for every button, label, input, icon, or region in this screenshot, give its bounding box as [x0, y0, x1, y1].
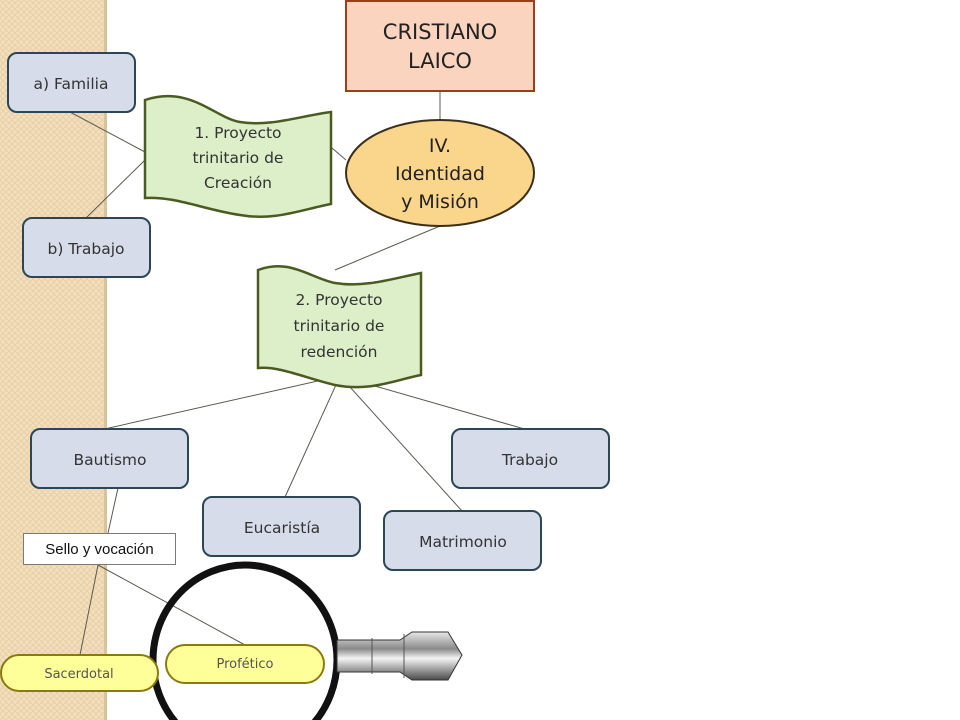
profetico-label: Profético [216, 657, 273, 672]
sello-vocacion-label: Sello y vocación [23, 533, 176, 565]
strip-edge-shadow [104, 0, 107, 720]
matrimonio-label: Matrimonio [419, 533, 507, 551]
identity-line-3: y Misión [401, 191, 479, 213]
connectors [69, 90, 529, 656]
title-line-2: LAICO [408, 49, 472, 73]
redemption-line-3: redención [301, 343, 378, 361]
identity-line-2: Identidad [395, 163, 485, 185]
title-node: CRISTIANO LAICO [345, 0, 535, 92]
trabajo-creation-label: b) Trabajo [47, 240, 124, 258]
node-trabajo-redemption: Trabajo [451, 428, 610, 489]
redemption-line-1: 2. Proyecto [295, 291, 382, 309]
familia-label: a) Familia [34, 75, 109, 93]
creation-line-2: trinitario de [193, 149, 284, 167]
node-sacerdotal: Sacerdotal [0, 654, 159, 692]
node-eucaristia: Eucaristía [202, 496, 361, 557]
bautismo-label: Bautismo [74, 451, 147, 469]
magnifier-icon [149, 561, 463, 720]
node-bautismo: Bautismo [30, 428, 189, 489]
identity-line-1: IV. [429, 135, 451, 157]
title-line-1: CRISTIANO [383, 20, 497, 44]
left-textured-strip [0, 0, 106, 720]
node-trabajo-creation: b) Trabajo [22, 217, 151, 278]
creation-project-node: 1. Proyecto trinitario de Creación [143, 94, 333, 218]
node-profetico: Profético [165, 644, 325, 684]
creation-line-3: Creación [204, 174, 272, 192]
trabajo-redemption-label: Trabajo [501, 451, 558, 469]
sacerdotal-label: Sacerdotal [44, 667, 113, 682]
node-matrimonio: Matrimonio [383, 510, 542, 571]
identity-node: IV. Identidad y Misión [345, 119, 535, 227]
node-familia: a) Familia [7, 52, 136, 113]
eucaristia-label: Eucaristía [244, 519, 320, 537]
creation-line-1: 1. Proyecto [194, 124, 281, 142]
redemption-line-2: trinitario de [294, 317, 385, 335]
redemption-project-node: 2. Proyecto trinitario de redención [256, 265, 423, 389]
